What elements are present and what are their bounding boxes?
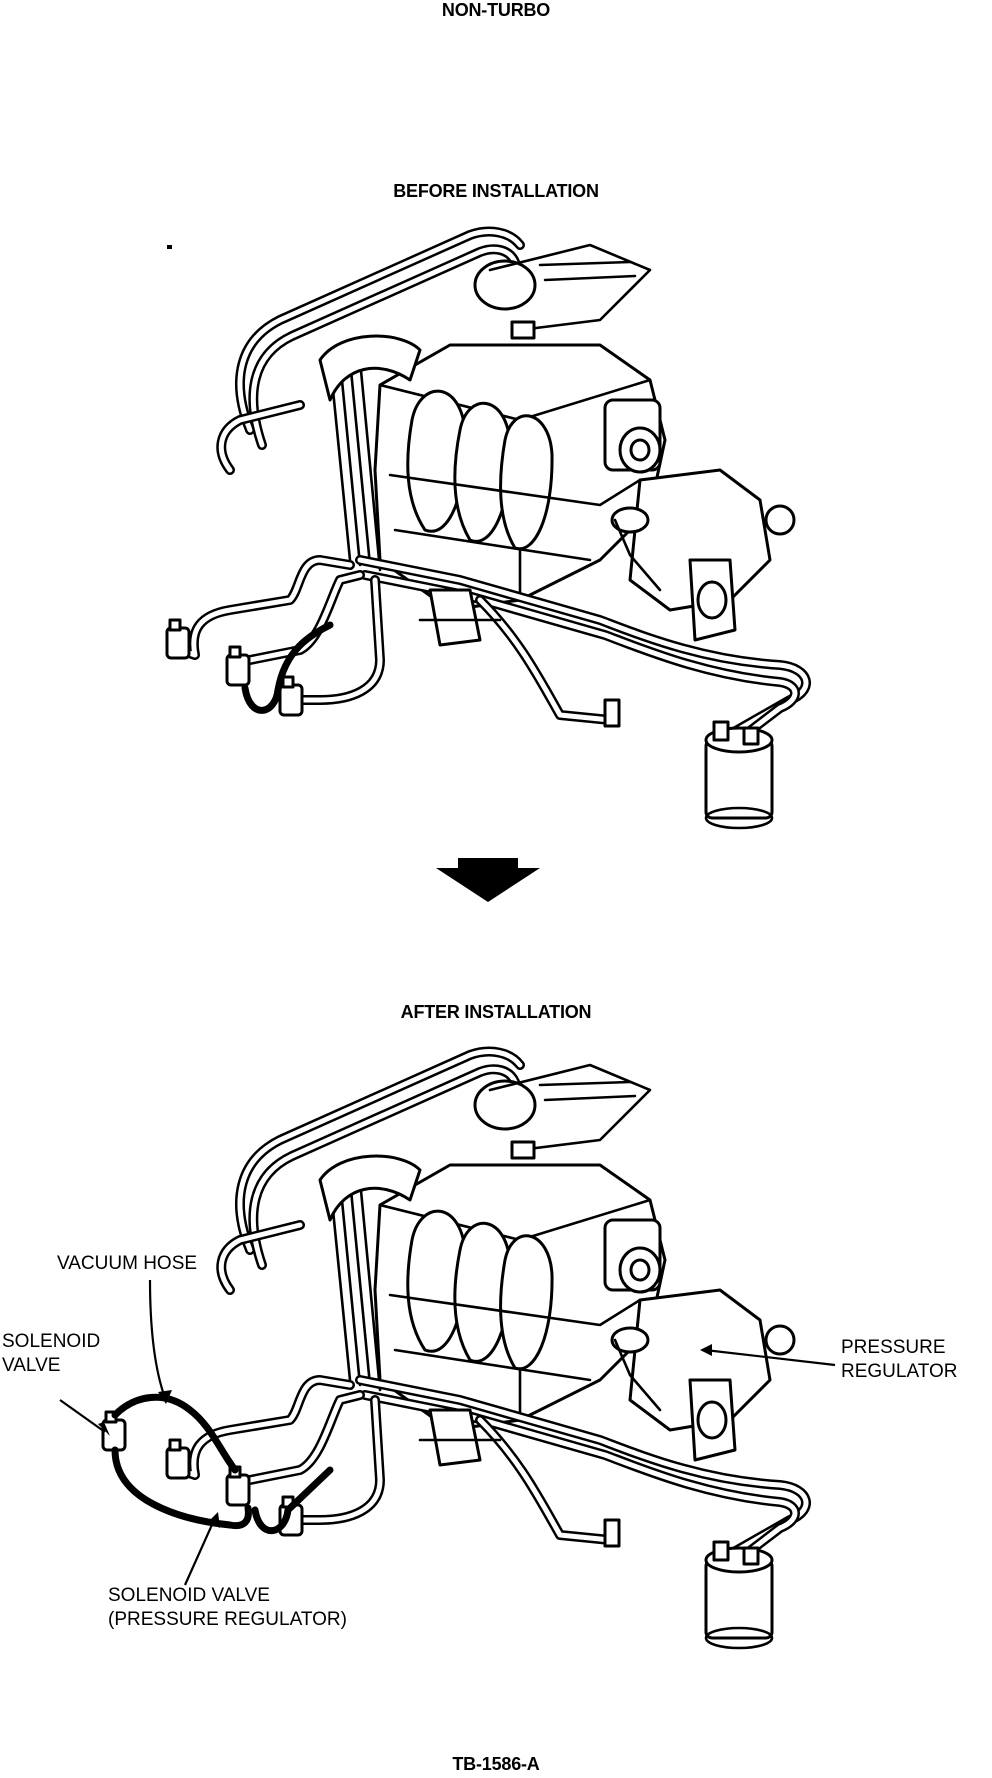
original-vacuum-hose (241, 621, 334, 714)
solenoid-valve-leader (59, 1399, 106, 1433)
vacuum-hose-leader (148, 1279, 167, 1399)
solenoid-pr-label-line2: (PRESSURE REGULATOR) (108, 1609, 347, 1630)
pressure-regulator-arrowhead (700, 1344, 712, 1356)
pressure-regulator-leader (704, 1348, 836, 1367)
vacuum-hose-label: VACUUM HOSE (57, 1253, 198, 1274)
solenoid-valve-label-line2: VALVE (2, 1355, 61, 1376)
solenoid-valve-arrowhead (98, 1422, 110, 1436)
speck (167, 245, 172, 249)
page-title: NON-TURBO (441, 0, 551, 20)
figure-id: TB-1586-A (452, 1754, 540, 1774)
before-installation-label: BEFORE INSTALLATION (393, 181, 599, 201)
down-arrow-icon (436, 858, 540, 902)
new-vacuum-hose-upper (111, 1393, 239, 1474)
solenoid-pr-arrowhead (208, 1512, 220, 1528)
after-installation-label: AFTER INSTALLATION (400, 1002, 592, 1022)
vacuum-hose-regulator (251, 1466, 334, 1535)
pressure-regulator-label-line2: REGULATOR (841, 1361, 958, 1382)
solenoid-pr-label-line1: SOLENOID VALVE (108, 1585, 270, 1606)
pressure-regulator-label-line1: PRESSURE (841, 1337, 946, 1358)
vacuum-hose-arrowhead (158, 1390, 172, 1404)
added-solenoid-valve (101, 1410, 127, 1452)
solenoid-pr-leader (183, 1517, 217, 1586)
engine-before-illustration (167, 232, 806, 828)
solenoid-valve-label-line1: SOLENOID (2, 1331, 101, 1352)
